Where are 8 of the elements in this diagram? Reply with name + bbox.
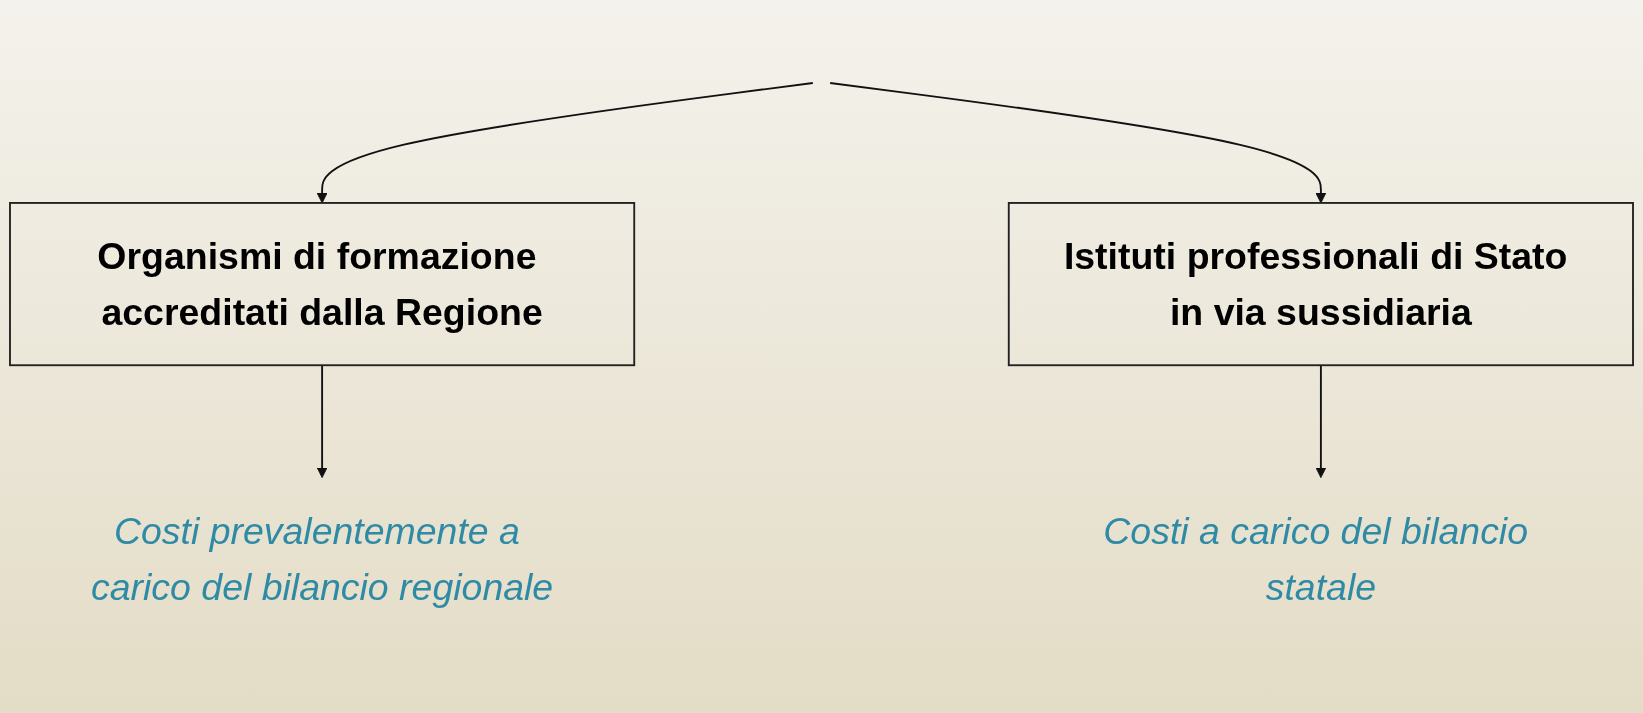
node-text: Costi prevalentemente a carico del bilancio regionale: [90, 510, 554, 608]
node-text: Costi a carico del bilancio statale: [1103, 510, 1529, 608]
node-box: Istituti professionali di Stato in via sussidiaria: [1007, 202, 1634, 367]
arrow: [316, 82, 814, 204]
arrow: [1315, 364, 1327, 479]
node-box: Organismi di formazione accreditati dalla Regione: [9, 202, 636, 367]
arrow: [316, 364, 328, 479]
arrow: [829, 82, 1327, 204]
